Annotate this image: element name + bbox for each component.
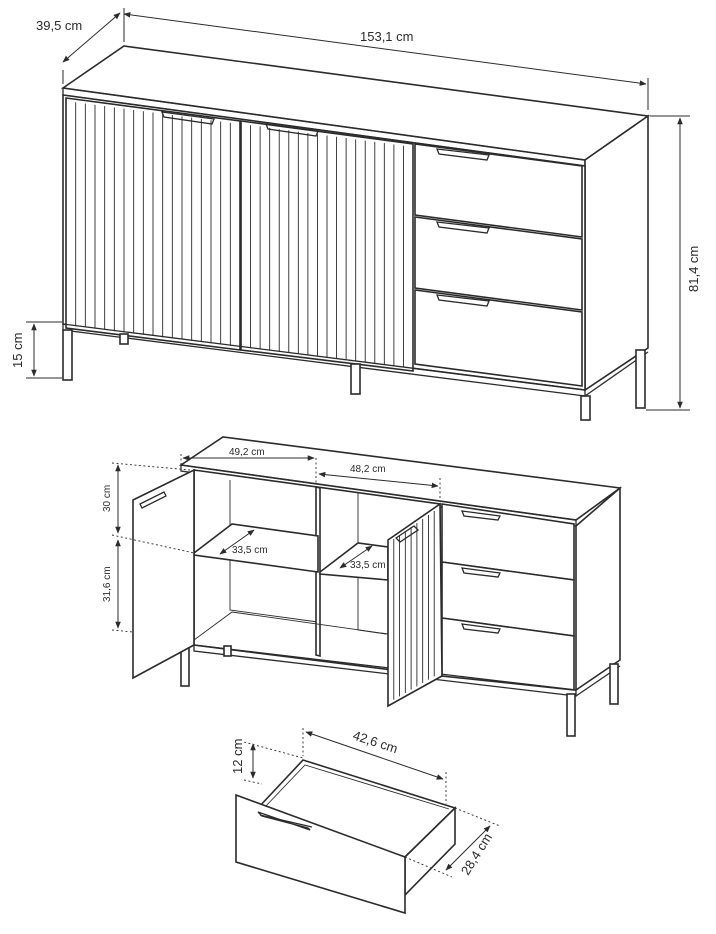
width-label: 153,1 cm [360,29,413,44]
right-width-label: 48,2 cm [350,464,386,475]
drawer-handle [460,510,501,521]
drawer-front [235,793,406,915]
drawer-width-label: 42,6 cm [351,728,400,757]
width-dimension-line [123,12,647,86]
left-width-label: 49,2 cm [229,447,265,458]
right-shelf-depth-line [339,545,373,569]
door-handle [264,123,319,137]
door-handle [139,491,167,509]
drawer-bottom [414,289,583,387]
depth-label: 39,5 cm [36,18,82,33]
drawer-height-label: 12 cm [230,739,245,774]
depth-dimension-line [62,12,121,63]
drawer-handle [435,221,490,234]
open-cabinet-interior [193,469,441,677]
open-right-fluted-door [387,502,443,708]
drawer-top [414,143,583,238]
height-label: 81,4 cm [686,246,701,292]
right-side-panel [584,114,649,392]
drawer-width-dimension-line [305,731,444,780]
door-handle [394,525,420,543]
drawer-detail-view: 42,6 cm 12 cm 28,4 cm [230,728,501,915]
left-fluted-door [65,97,241,351]
sideboard-open-view: 49,2 cm 48,2 cm 30 cm 31,6 cm 33,5 cm 33… [102,436,623,737]
right-shelf-depth-label: 33,5 cm [350,560,386,571]
upper-height-label: 30 cm [102,485,113,512]
drawer-handle [460,623,501,634]
sideboard-closed-view: 39,5 cm 153,1 cm 81,4 cm 15 cm [10,8,701,421]
door-handle [160,111,215,125]
lower-height-label: 31,6 cm [102,566,113,602]
right-fluted-door [240,120,414,372]
right-width-dimension-line [318,471,439,489]
open-left-door [132,468,195,680]
leg-height-label: 15 cm [10,333,25,368]
drawer-depth-label: 28,4 cm [458,830,495,877]
left-shelf-depth-line [219,529,255,555]
drawer-handle [435,294,490,307]
drawer-stack [414,143,583,387]
drawer-depth-dimension-line [445,825,491,871]
drawer-middle [414,216,583,311]
left-shelf-depth-label: 33,5 cm [232,545,268,556]
right-side-panel [575,486,621,692]
drawer-handle [460,567,501,578]
legs [62,329,646,421]
drawer-handle [435,148,490,161]
drawer-stack [441,503,575,691]
